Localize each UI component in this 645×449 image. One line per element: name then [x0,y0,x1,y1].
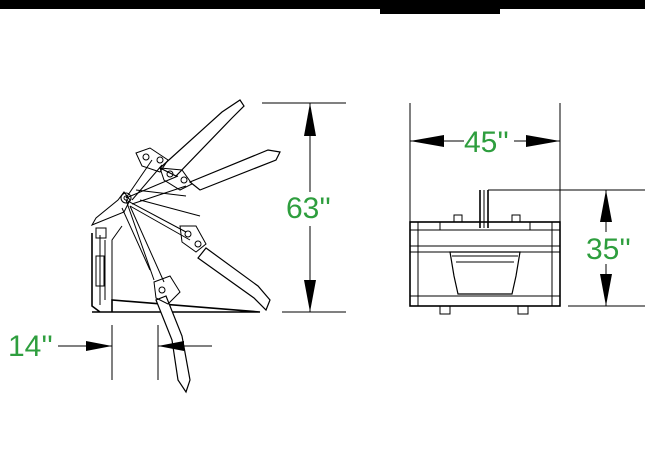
front-view [409,103,645,315]
body-height-dimension-label: 35'' [586,233,631,266]
top-band-notch [380,9,500,14]
depth-dimension-label: 14'' [8,330,53,363]
width-dimension-label: 45'' [464,126,509,159]
top-band [0,0,645,9]
height-dimension-label: 63'' [286,192,331,225]
side-view [58,99,346,394]
